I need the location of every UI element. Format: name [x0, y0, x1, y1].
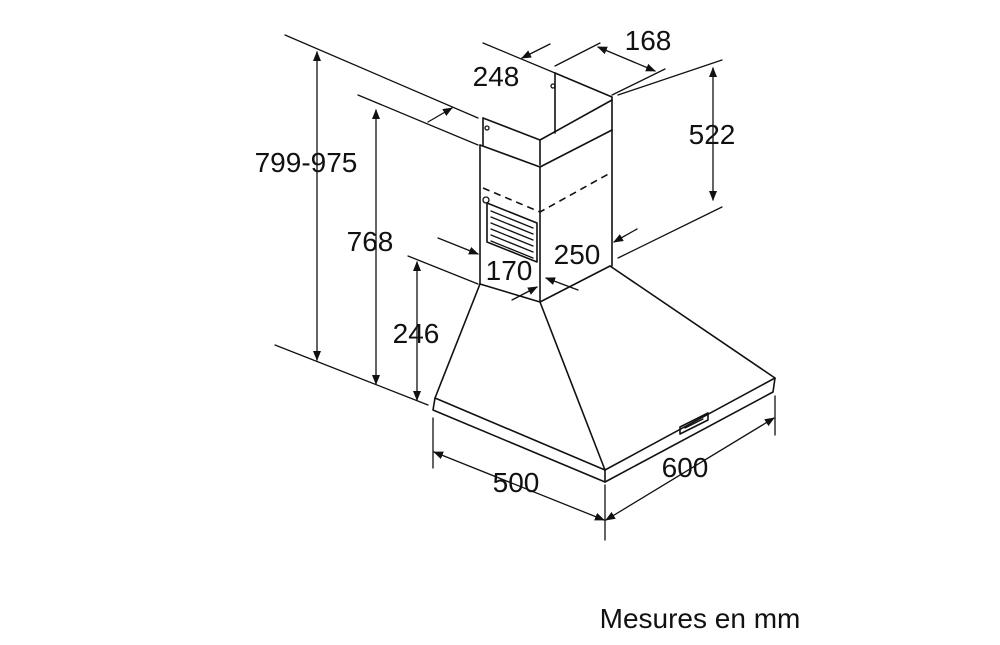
extension-lines: [274, 34, 776, 541]
chimney: [479, 72, 613, 303]
dim-label-600: 600: [662, 452, 709, 483]
dim-label-168: 168: [625, 25, 672, 56]
units-caption: Mesures en mm: [600, 603, 801, 634]
dim-label-170: 170: [486, 255, 533, 286]
dimension-labels: 248 168 799-975 522 768 246 170 250 500 …: [255, 25, 736, 498]
hood-body: [432, 265, 776, 483]
dimension-lines: [313, 43, 775, 521]
dim-label-246: 246: [393, 318, 440, 349]
dim-label-799-975: 799-975: [255, 147, 358, 178]
dim-label-522: 522: [689, 119, 736, 150]
dim-label-768: 768: [347, 226, 394, 257]
dim-label-500: 500: [493, 467, 540, 498]
dim-label-250: 250: [554, 239, 601, 270]
dim-label-248: 248: [473, 61, 520, 92]
vent-grille: [486, 202, 538, 263]
